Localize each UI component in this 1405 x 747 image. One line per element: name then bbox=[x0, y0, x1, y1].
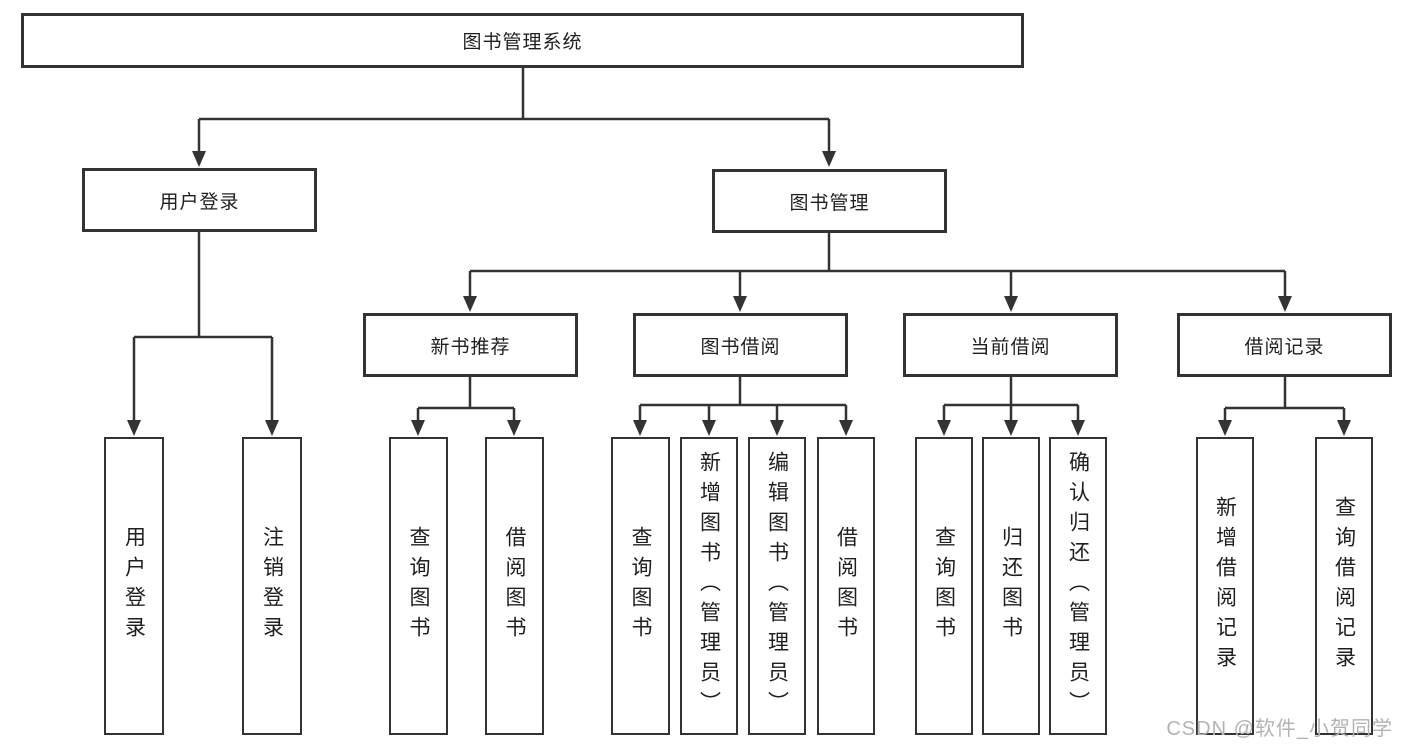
leaf-borrow-books-recommend: 借阅图书 bbox=[485, 437, 544, 735]
node-book-management: 图书管理 bbox=[712, 169, 947, 233]
node-book-borrow: 图书借阅 bbox=[633, 313, 848, 377]
leaf-borrow-books: 借阅图书 bbox=[817, 437, 875, 735]
leaf-confirm-return-admin: 确认归还（管理员） bbox=[1049, 437, 1107, 735]
node-user-login: 用户登录 bbox=[82, 168, 317, 232]
leaf-edit-books-admin: 编辑图书（管理员） bbox=[748, 437, 806, 735]
leaf-logout: 注销登录 bbox=[242, 437, 302, 735]
node-current-borrow: 当前借阅 bbox=[903, 313, 1118, 377]
node-root-library-system: 图书管理系统 bbox=[21, 13, 1024, 68]
leaf-query-borrow-record: 查询借阅记录 bbox=[1315, 437, 1373, 735]
leaf-add-borrow-record: 新增借阅记录 bbox=[1196, 437, 1254, 735]
leaf-return-books: 归还图书 bbox=[982, 437, 1040, 735]
node-new-book-recommend: 新书推荐 bbox=[363, 313, 578, 377]
leaf-user-login: 用户登录 bbox=[104, 437, 164, 735]
leaf-query-books-recommend: 查询图书 bbox=[389, 437, 448, 735]
leaf-add-books-admin: 新增图书（管理员） bbox=[680, 437, 738, 735]
leaf-query-books-borrow: 查询图书 bbox=[611, 437, 670, 735]
node-borrow-records: 借阅记录 bbox=[1177, 313, 1392, 377]
leaf-query-books-current: 查询图书 bbox=[915, 437, 973, 735]
csdn-watermark: CSDN @软件_小贺同学 bbox=[1166, 718, 1393, 740]
